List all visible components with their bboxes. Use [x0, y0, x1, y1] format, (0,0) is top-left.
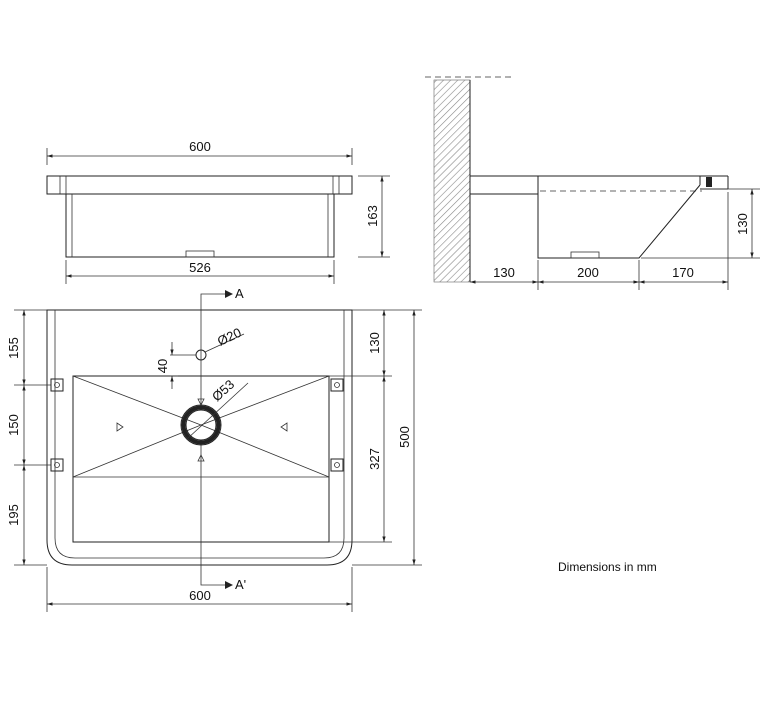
left-dim-mid-label: 150 [6, 414, 21, 436]
fixing-hole-center [54, 382, 60, 388]
dim-bowl-depth-label: 130 [735, 213, 750, 235]
fixing-hole [330, 458, 344, 472]
dim-slope-label: 170 [672, 265, 694, 280]
dim-width-label: 600 [189, 139, 211, 154]
sink-outline [46, 309, 353, 566]
drainage-line [72, 375, 202, 426]
sink-rim [46, 175, 353, 195]
front-handle [706, 177, 712, 187]
right-dim-total-label: 500 [397, 426, 412, 448]
slope-marker [116, 422, 124, 432]
tap-diameter-label: Ø20 [215, 325, 244, 349]
slope-marker [280, 422, 288, 432]
section-label-a: A [235, 286, 244, 301]
tap-offset-label: 40 [155, 359, 170, 373]
left-dim-top-label: 155 [6, 337, 21, 359]
section-arrow-a [225, 290, 233, 298]
right-dim-basin-label: 327 [367, 448, 382, 470]
wall-hatch [433, 79, 471, 283]
drain-inner [185, 409, 217, 441]
dim-wall-gap-label: 130 [493, 265, 515, 280]
bowl-profile [537, 176, 701, 259]
plan-view: A A' Ø20 Ø53 40 155 150 195 130 32 [6, 286, 422, 612]
units-note: Dimensions in mm [558, 560, 657, 574]
drain-outlet-side [570, 251, 600, 259]
rim-inner-line [54, 310, 345, 559]
section-line-bottom [200, 445, 225, 586]
leader-tap-diameter [204, 333, 245, 353]
dim-inner-width-label: 526 [189, 260, 211, 275]
dim-bowl-bottom-label: 200 [577, 265, 599, 280]
fixing-hole-center [334, 462, 340, 468]
section-label-a-prime: A' [235, 577, 246, 592]
right-dim-top-label: 130 [367, 332, 382, 354]
drainage-line [200, 424, 330, 478]
section-line-top [200, 293, 225, 405]
leader-drain-diameter [186, 382, 249, 440]
fixing-hole-center [54, 462, 60, 468]
front-elevation-view: 600 163 526 [46, 139, 390, 284]
fixing-hole-center [334, 382, 340, 388]
drainage-line [72, 424, 202, 478]
drain-ring [181, 405, 221, 445]
fixing-hole [330, 378, 344, 392]
dim-height-label: 163 [365, 205, 380, 227]
fixing-hole [50, 458, 64, 472]
bottom-width-label: 600 [189, 588, 211, 603]
drainage-line [200, 375, 330, 426]
drain-diameter-label: Ø53 [209, 377, 237, 405]
bowl-outline [65, 194, 335, 258]
side-section-view: 130 130 200 170 [425, 76, 760, 290]
left-dim-bottom-label: 195 [6, 504, 21, 526]
drain-outlet [185, 250, 215, 258]
section-arrow-a-prime [225, 581, 233, 589]
fixing-hole [50, 378, 64, 392]
